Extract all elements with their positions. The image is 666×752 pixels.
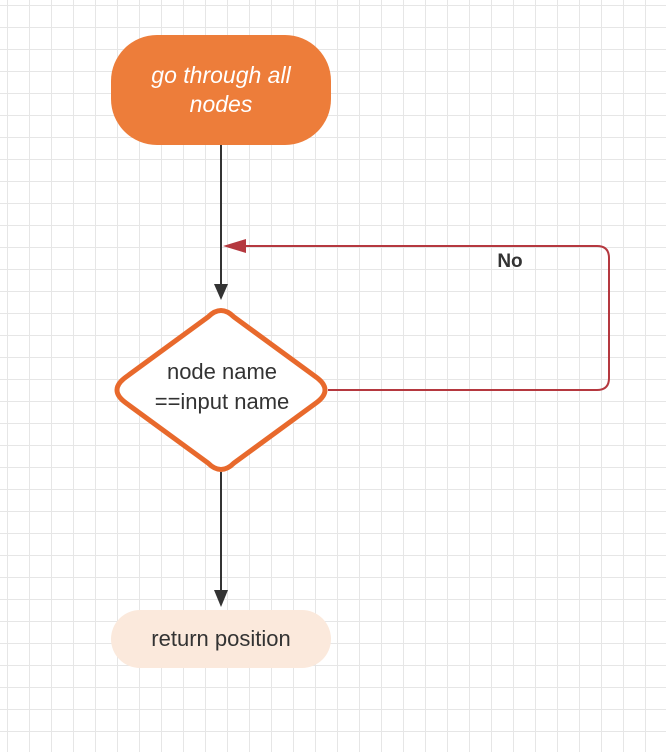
edge-label-no: No (497, 251, 523, 272)
end-node[interactable]: return position (111, 610, 331, 668)
arrowhead-into-decision (214, 284, 228, 300)
start-node-label: go through all nodes (151, 62, 291, 117)
arrowhead-into-end (214, 590, 228, 607)
decision-diamond[interactable] (114, 308, 328, 472)
edge-no-loop (246, 245, 610, 391)
end-node-label: return position (151, 626, 291, 651)
decision-label-line2: ==input name (154, 389, 290, 414)
decision-node-label: node name ==input name (132, 352, 312, 422)
decision-label-line1: node name (166, 359, 278, 384)
arrowhead-no-loop (223, 239, 246, 253)
start-node[interactable]: go through all nodes (111, 35, 331, 145)
